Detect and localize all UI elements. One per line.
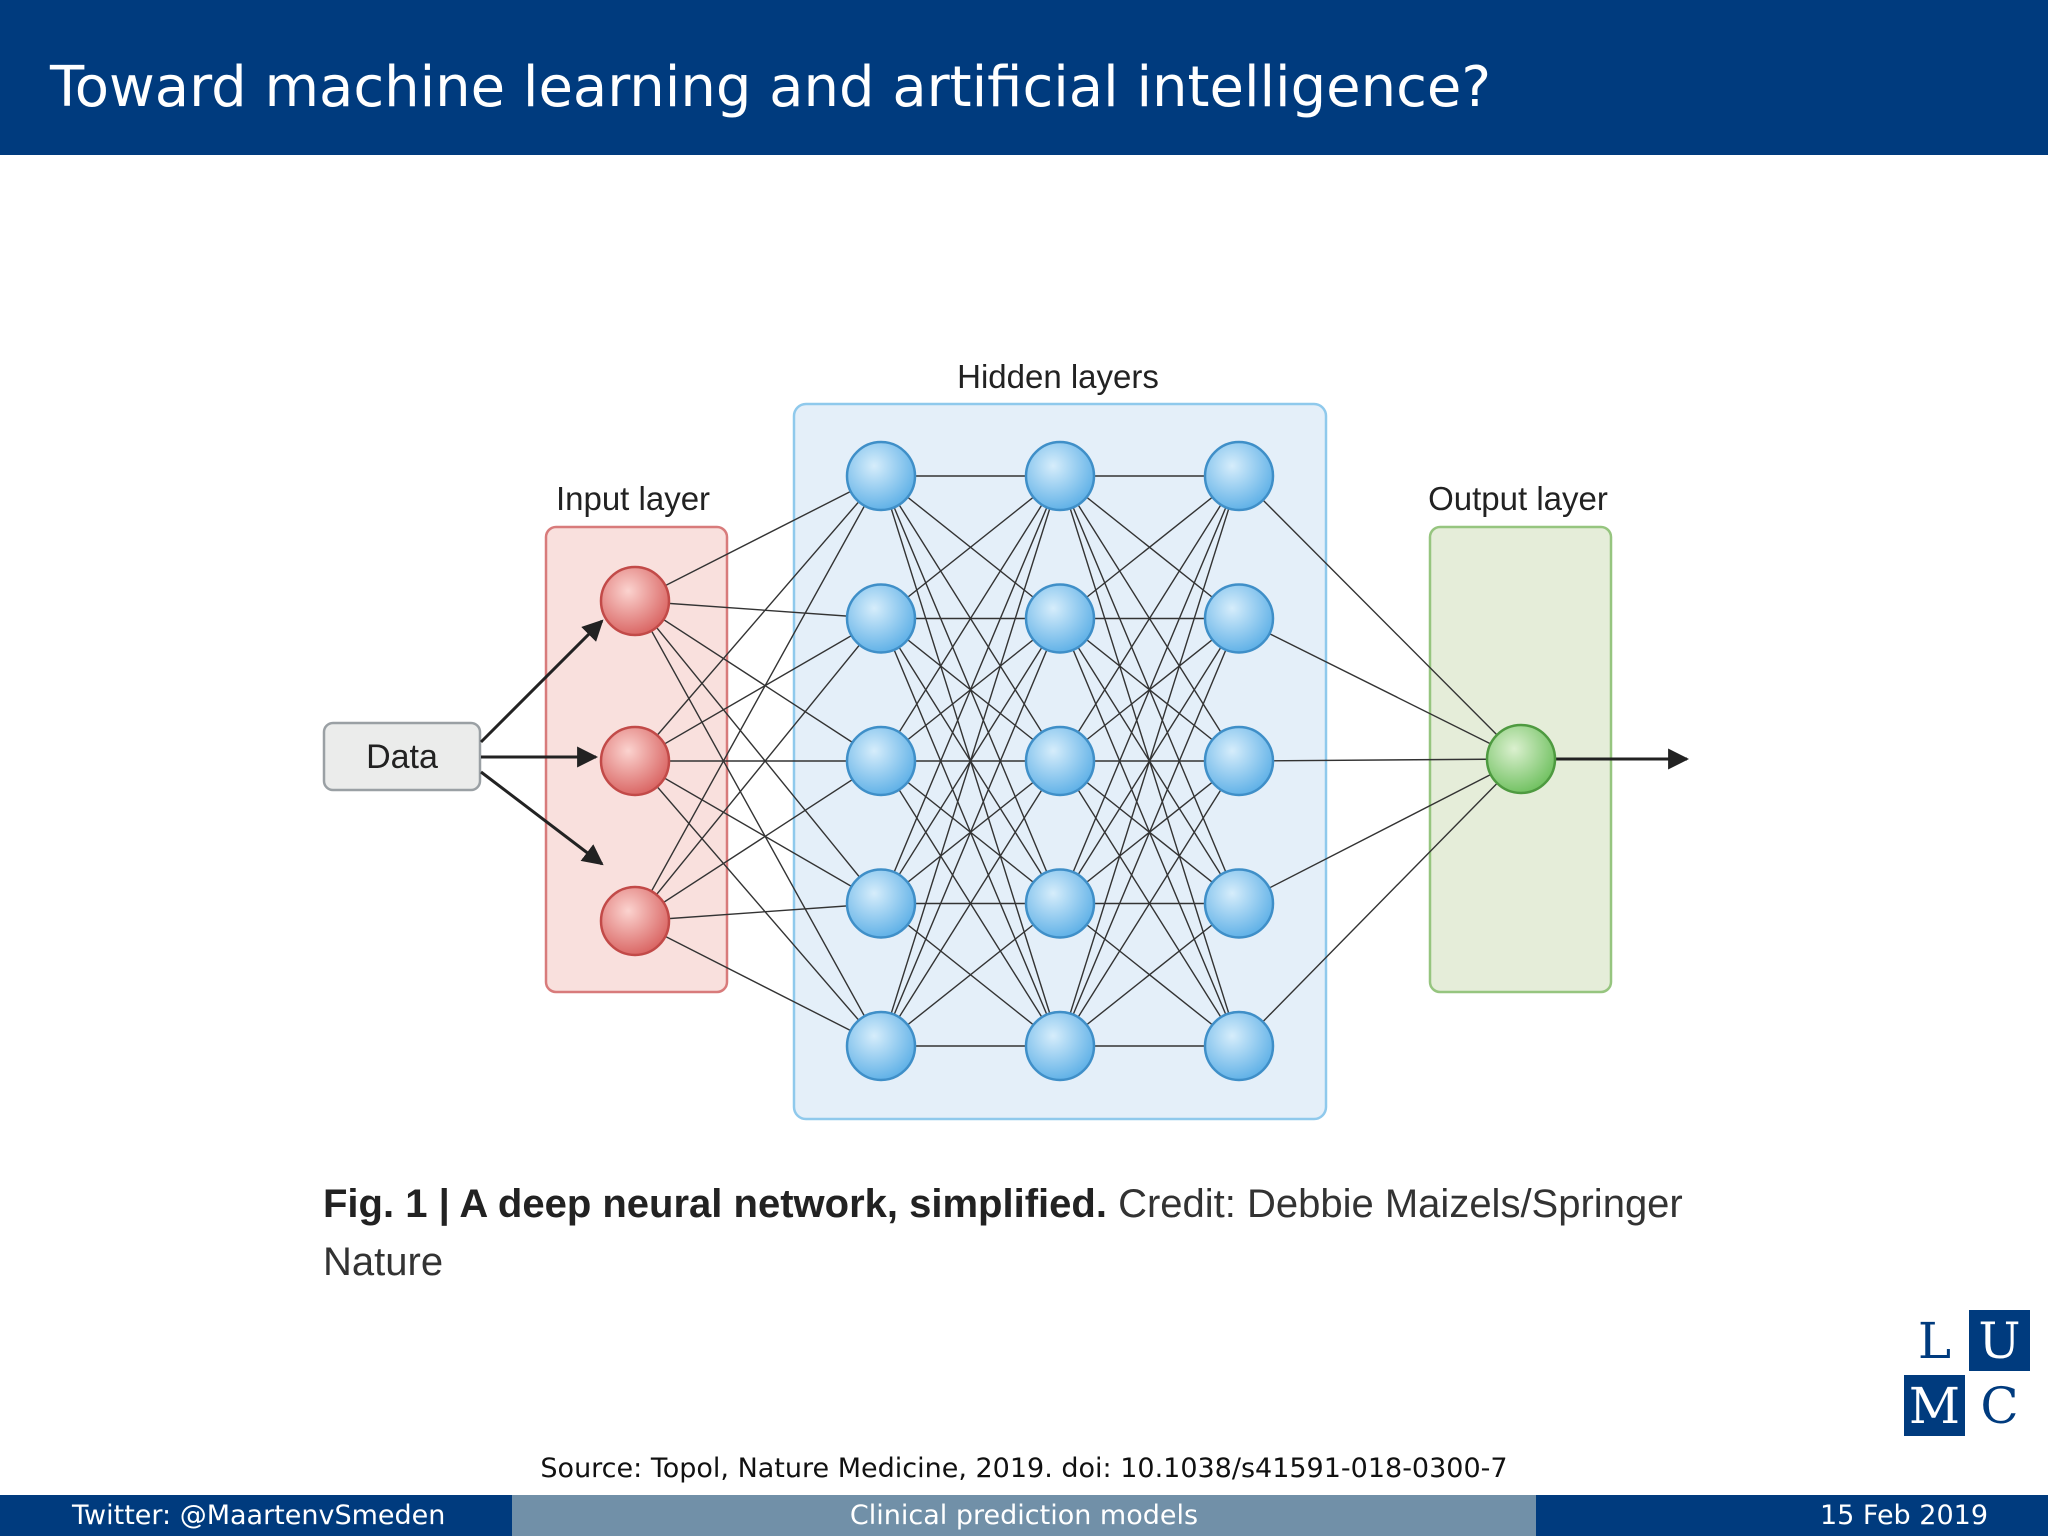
connection-line: [634, 760, 882, 1047]
connection-line: [1059, 475, 1240, 620]
connection-line: [634, 475, 882, 922]
slide-header: Toward machine learning and artificial i…: [0, 0, 2048, 155]
source-citation: Source: Topol, Nature Medicine, 2019. do…: [540, 1453, 1508, 1484]
hidden-node: [1024, 1010, 1096, 1082]
connection-line: [634, 600, 882, 762]
footer-right: 15 Feb 2019: [1536, 1495, 2048, 1536]
connection-line: [634, 475, 882, 602]
connection-line: [634, 760, 882, 922]
footer-center: Clinical prediction models: [512, 1495, 1536, 1536]
connection-line: [1238, 475, 1522, 760]
hidden-node: [845, 868, 917, 939]
figure-caption: Fig. 1 | A deep neural network, simplifi…: [323, 1175, 1703, 1291]
slide-title: Toward machine learning and artificial i…: [50, 55, 1492, 120]
connection-line: [880, 902, 1061, 1047]
input-node: [599, 725, 671, 797]
connection-line: [880, 760, 1061, 1047]
lumc-logo: L U M C: [1904, 1310, 2030, 1436]
footer-left: Twitter: @MaartenvSmeden: [0, 1495, 512, 1536]
connection-line: [634, 902, 882, 922]
hidden-node: [1024, 725, 1096, 797]
logo-letter-u: U: [1969, 1310, 2030, 1371]
hidden-node: [1203, 1010, 1275, 1082]
connection-line: [1059, 618, 1240, 1047]
connection-line: [634, 920, 882, 1047]
input-layer-label: Input layer: [556, 480, 710, 517]
connection-line: [880, 475, 1061, 762]
input-node: [599, 885, 671, 957]
footer-talk-title: Clinical prediction models: [849, 1500, 1199, 1531]
logo-letter-m: M: [1904, 1375, 1965, 1436]
hidden-node: [845, 725, 917, 797]
connection-line: [634, 600, 882, 620]
network-nodes: [599, 440, 1557, 1082]
input-node: [599, 565, 671, 637]
connection-line: [880, 475, 1061, 620]
hidden-node: [845, 583, 917, 654]
hidden-node: [1024, 440, 1096, 512]
caption-credit: Credit: Debbie Maizels/Springer Nature: [323, 1182, 1683, 1284]
connection-lines: [634, 475, 1522, 1047]
data-arrow-top: [479, 619, 604, 744]
connection-line: [880, 618, 1061, 1047]
output-layer-label: Output layer: [1428, 480, 1608, 517]
footer-date: 15 Feb 2019: [1819, 1500, 1988, 1531]
output-node: [1485, 723, 1557, 795]
hidden-node: [1024, 583, 1096, 654]
connection-line: [1059, 475, 1240, 762]
connection-line: [1059, 475, 1240, 904]
data-arrow-bottom: [480, 770, 604, 866]
footer-twitter: Twitter: @MaartenvSmeden: [72, 1500, 446, 1531]
connection-line: [634, 618, 882, 922]
hidden-node: [1203, 868, 1275, 939]
hidden-node: [1203, 725, 1275, 797]
connection-line: [634, 617, 882, 762]
connection-line: [634, 475, 882, 762]
connection-line: [1059, 475, 1240, 1047]
logo-letter-l: L: [1904, 1310, 1965, 1371]
connection-line: [1059, 760, 1240, 1047]
connection-line: [634, 760, 882, 905]
caption-bold: Fig. 1 | A deep neural network, simplifi…: [323, 1182, 1107, 1226]
logo-letter-c: C: [1969, 1375, 2030, 1436]
hidden-node: [845, 1010, 917, 1082]
hidden-node: [1203, 440, 1275, 512]
slide-footer: Twitter: @MaartenvSmeden Clinical predic…: [0, 1495, 2048, 1536]
hidden-node: [1203, 583, 1275, 654]
connection-line: [1238, 617, 1522, 760]
connection-line: [634, 600, 882, 904]
hidden-node: [845, 440, 917, 512]
hidden-layers-label: Hidden layers: [957, 358, 1159, 395]
connection-line: [1059, 902, 1240, 1047]
hidden-node: [1024, 868, 1096, 939]
connection-line: [1238, 758, 1522, 762]
data-box: Data: [322, 721, 482, 792]
connection-line: [880, 475, 1061, 1047]
connection-line: [1238, 758, 1522, 905]
connection-line: [1238, 758, 1522, 1047]
data-label: Data: [366, 738, 438, 776]
connection-line: [634, 600, 882, 1047]
connection-line: [880, 475, 1061, 904]
